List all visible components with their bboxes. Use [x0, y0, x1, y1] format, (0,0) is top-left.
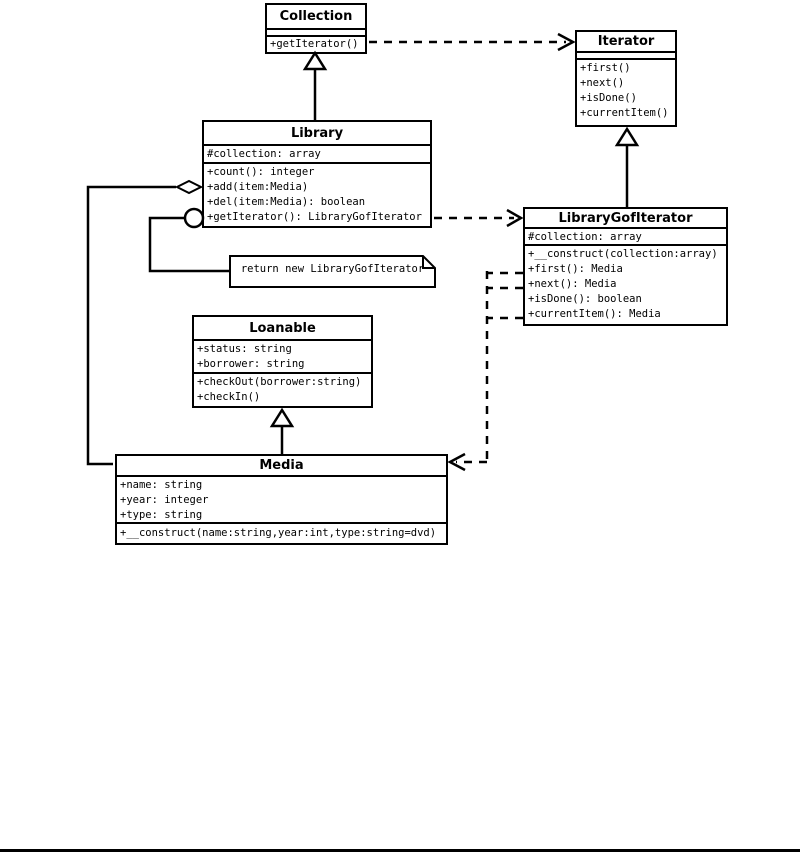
method-line: +checkOut(borrower:string) [197, 376, 362, 388]
dependency-library-to-gofiterator [434, 208, 524, 228]
method-line: +__construct(name:string,year:int,type:s… [120, 527, 437, 539]
class-box-library-gof-iterator: LibraryGofIterator #collection: array +_… [523, 207, 728, 326]
method-line: +getIterator(): LibraryGofIterator [207, 211, 422, 223]
method-line: +currentItem() [580, 107, 669, 119]
class-methods-loanable: +checkOut(borrower:string) +checkIn() [194, 374, 371, 405]
dependency-collection-to-iterator [369, 32, 576, 52]
open-arrowhead-icon [506, 208, 524, 228]
class-methods-library-gof-iterator: +__construct(collection:array) +first():… [525, 246, 726, 322]
note-text: return new LibraryGofIterator [240, 263, 425, 275]
hollow-diamond-icon [174, 179, 204, 195]
hollow-triangle-icon [269, 407, 295, 428]
method-line: +first(): Media [528, 263, 623, 275]
class-box-library: Library #collection: array +count(): int… [202, 120, 432, 228]
class-title-library: Library [204, 122, 430, 146]
class-attrs-iterator [577, 53, 675, 60]
class-attrs-loanable: +status: string +borrower: string [194, 341, 371, 374]
class-title-media: Media [117, 456, 446, 477]
class-methods-collection: +getIterator() [267, 37, 365, 51]
method-line: +del(item:Media): boolean [207, 196, 366, 208]
dependency-gofiterator-to-media [447, 271, 523, 472]
method-line: +isDone(): boolean [528, 293, 642, 305]
attribute-line: #collection: array [528, 231, 642, 243]
hollow-triangle-icon [302, 50, 328, 71]
class-methods-library: +count(): integer +add(item:Media) +del(… [204, 164, 430, 225]
anchor-circle-icon [183, 207, 205, 229]
class-attrs-library-gof-iterator: #collection: array [525, 229, 726, 246]
generalization-media-to-loanable [269, 407, 295, 454]
class-attrs-library: #collection: array [204, 146, 430, 164]
method-line: +getIterator() [270, 38, 359, 50]
class-methods-iterator: +first() +next() +isDone() +currentItem(… [577, 60, 675, 121]
open-arrowhead-icon [557, 32, 576, 52]
attribute-line: +name: string [120, 479, 203, 491]
class-attrs-collection [267, 30, 365, 37]
method-line: +currentItem(): Media [528, 308, 661, 320]
method-line: +first() [580, 62, 631, 74]
hollow-triangle-icon [614, 126, 640, 147]
class-attrs-media: +name: string +year: integer +type: stri… [117, 477, 446, 524]
class-box-iterator: Iterator +first() +next() +isDone() +cur… [575, 30, 677, 127]
method-line: +next() [580, 77, 625, 89]
method-line: +next(): Media [528, 278, 617, 290]
method-line: +count(): integer [207, 166, 315, 178]
method-line: +checkIn() [197, 391, 261, 403]
class-title-loanable: Loanable [194, 317, 371, 341]
generalization-library-to-collection [302, 50, 328, 120]
generalization-gofiterator-to-iterator [614, 126, 640, 207]
method-line: +__construct(collection:array) [528, 248, 718, 260]
method-line: +add(item:Media) [207, 181, 309, 193]
class-box-collection: Collection +getIterator() [265, 3, 367, 54]
page-bottom-rule [0, 849, 800, 852]
aggregation-library-media [86, 179, 204, 466]
attribute-line: +year: integer [120, 494, 209, 506]
class-title-iterator: Iterator [577, 32, 675, 53]
attribute-line: +type: string [120, 509, 203, 521]
class-title-collection: Collection [267, 5, 365, 30]
class-methods-media: +__construct(name:string,year:int,type:s… [117, 524, 446, 542]
class-box-media: Media +name: string +year: integer +type… [115, 454, 448, 545]
class-title-library-gof-iterator: LibraryGofIterator [525, 209, 726, 229]
attribute-line: #collection: array [207, 148, 321, 160]
open-arrowhead-icon [447, 452, 466, 472]
method-line: +isDone() [580, 92, 637, 104]
class-box-loanable: Loanable +status: string +borrower: stri… [192, 315, 373, 408]
attribute-line: +status: string [197, 343, 292, 355]
attribute-line: +borrower: string [197, 358, 305, 370]
